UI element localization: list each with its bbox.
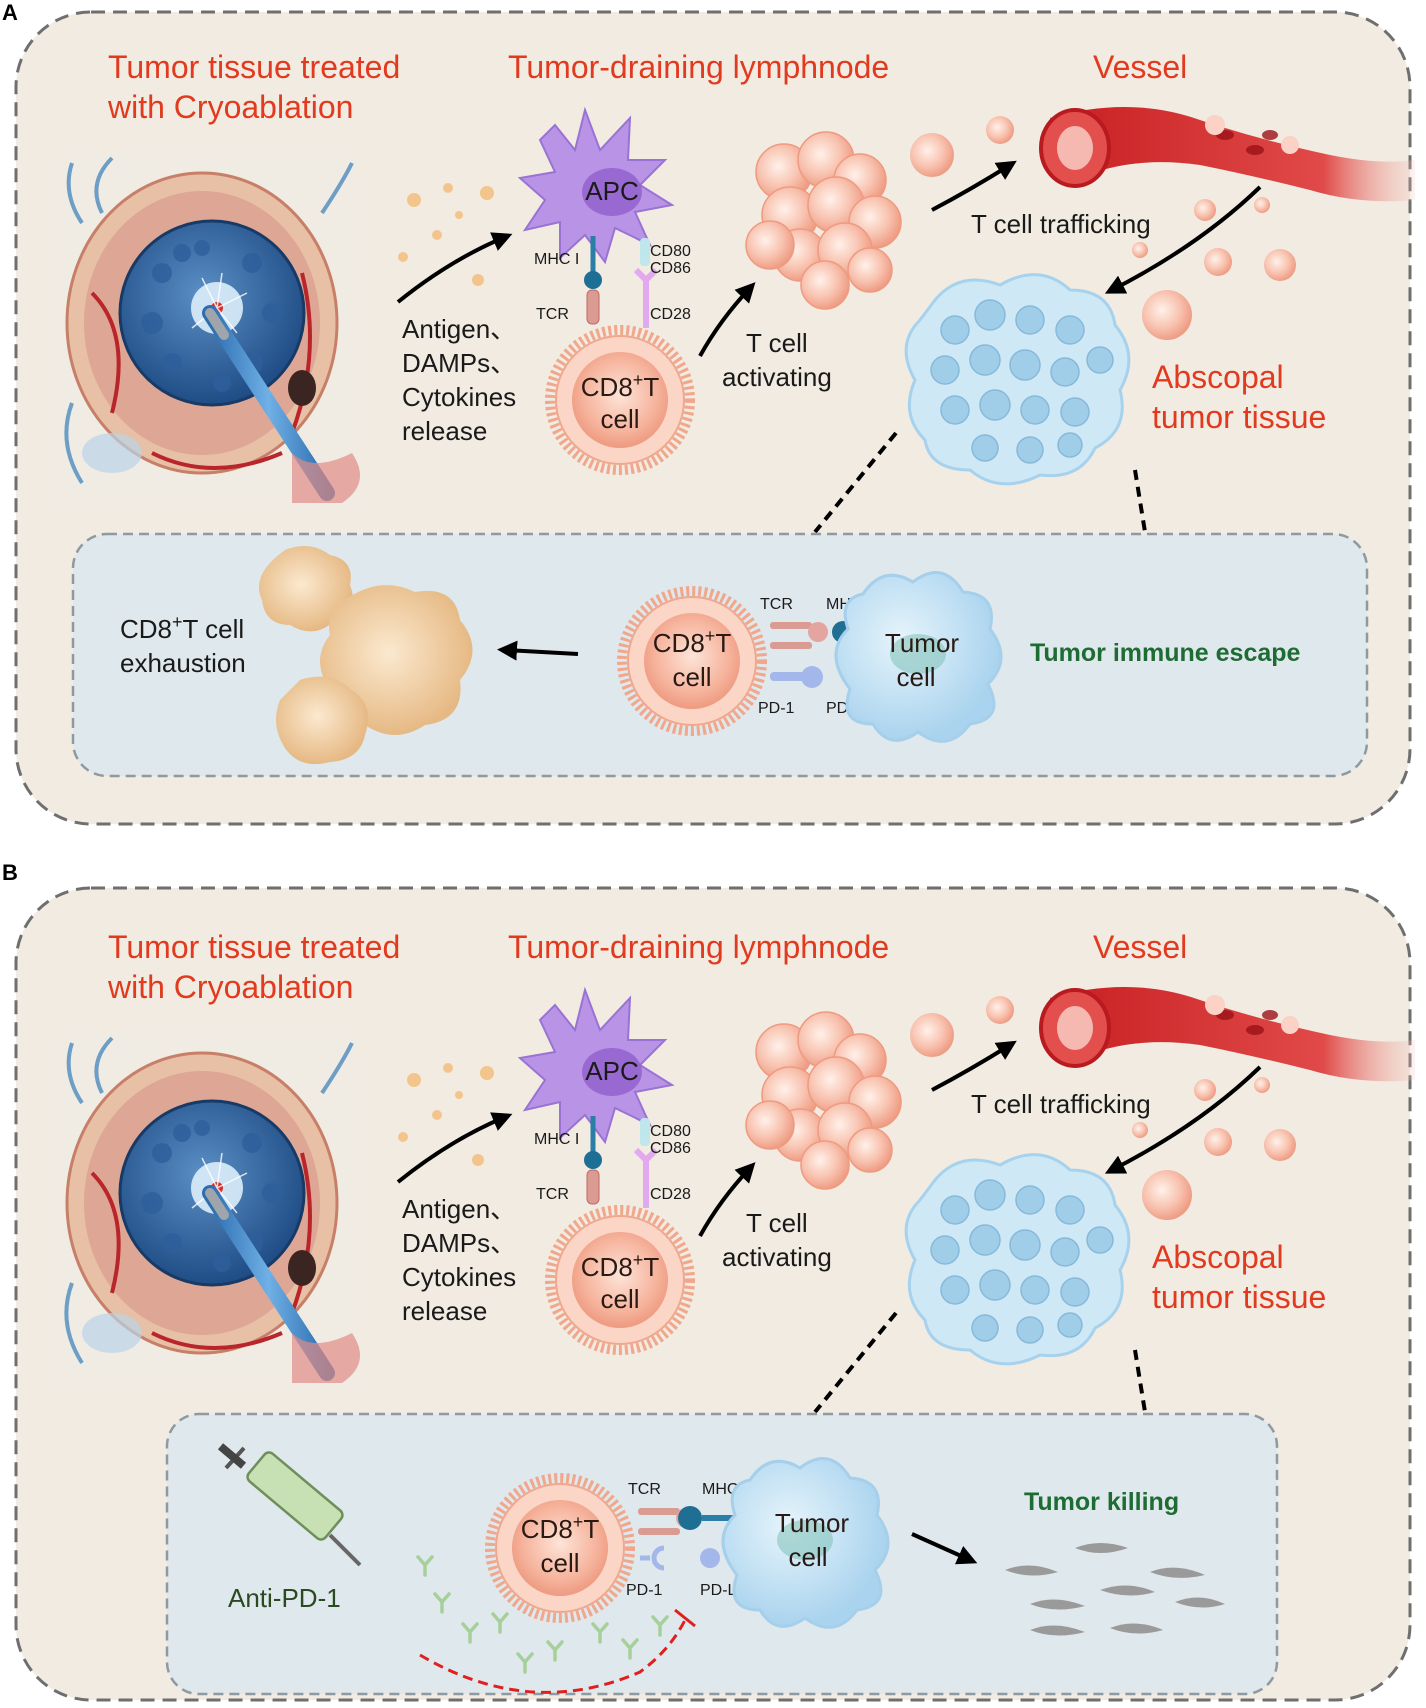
- panel-a-abscopal-line2: tumor tissue: [1152, 399, 1326, 435]
- panel-a-tumor-title-line1: Tumor tissue treated: [108, 49, 400, 85]
- panel-b-activating-arrow: [698, 1162, 756, 1237]
- panel-b-inner-tcr-label: TCR: [628, 1481, 661, 1498]
- panel-b-release-line3: Cytokines: [402, 1262, 516, 1292]
- panel-b-released-particles: [398, 1063, 494, 1166]
- panel-a-release-line4: release: [402, 416, 487, 446]
- panel-a-inner-pd1-label: PD-1: [758, 700, 795, 717]
- panel-b-tumor-cell-line2: cell: [788, 1542, 827, 1572]
- panel-b-release-line1: Antigen、: [402, 1194, 516, 1224]
- panel-b-trafficking-label: T cell trafficking: [971, 1089, 1151, 1119]
- panel-a-cd86-label: CD86: [650, 260, 691, 277]
- panel-a-cd28-label: CD28: [650, 306, 691, 323]
- panel-b-inhibition-line: [419, 1619, 687, 1694]
- panel-a-release-line1: Antigen、: [402, 314, 516, 344]
- panel-b-apc-label: APC: [585, 1056, 638, 1086]
- panel-a-trafficking-arrow: [931, 160, 1017, 212]
- panel-b-release-line2: DAMPs、: [402, 1228, 516, 1258]
- panel-b-release-arrow: [396, 1112, 513, 1184]
- panel-b-cd8-label-line2: cell: [600, 1284, 639, 1314]
- panel-a-exhaustion-line1: CD8+T cell: [120, 612, 244, 644]
- panel-b-syringe: [217, 1443, 362, 1567]
- panel-a-inner-cd8-line1: CD8+T: [653, 626, 732, 658]
- panel-a-release-arrow: [396, 232, 513, 304]
- panel-a-cd80-label: CD80: [650, 243, 691, 260]
- panel-b-killing-label: Tumor killing: [1024, 1488, 1179, 1516]
- panel-a-activating-line2: activating: [722, 362, 832, 392]
- panel-a-lymphnode-title: Tumor-draining lymphnode: [508, 49, 889, 85]
- panel-a-letter: A: [2, 0, 18, 25]
- panel-a-released-particles: [398, 183, 494, 286]
- panel-b-lymphnode-title: Tumor-draining lymphnode: [508, 929, 889, 965]
- panel-b-vessel: [1050, 986, 1415, 1082]
- panel-b-inner-cd8-line2: cell: [540, 1548, 579, 1578]
- panel-a-mhc-label: MHC I: [534, 251, 579, 268]
- panel-b-trafficking-arrow: [931, 1040, 1017, 1092]
- panel-a-infiltration-arrow: [1104, 185, 1262, 294]
- panel-a-cd8-label-line1: CD8+T: [581, 370, 660, 402]
- panel-b-abscopal-line1: Abscopal: [1152, 1239, 1284, 1275]
- panel-a-vessel-title: Vessel: [1093, 49, 1187, 85]
- panel-a-lymphnode-cluster: [745, 131, 902, 310]
- panel-b-release-line4: release: [402, 1296, 487, 1326]
- panel-b-cd28-label: CD28: [650, 1186, 691, 1203]
- panel-b-anti-pd1-label: Anti-PD-1: [228, 1583, 341, 1613]
- panel-a-release-line2: DAMPs、: [402, 348, 516, 378]
- panel-a-vessel: [1050, 106, 1415, 202]
- panel-b-inner-cd8-line1: CD8+T: [521, 1512, 600, 1544]
- panel-a-exhausted-cell-3: [276, 676, 369, 765]
- panel-b-cd80-label: CD80: [650, 1123, 691, 1140]
- panel-b-dead-tumor-fragments: [1005, 1543, 1225, 1636]
- panel-b-inner-box: [165, 1412, 1279, 1696]
- panel-a-activating-line1: T cell: [746, 328, 808, 358]
- panel-b-letter: B: [2, 860, 18, 885]
- panel-b-tcr-label: TCR: [536, 1186, 569, 1203]
- panel-a-inner-cd8-line2: cell: [672, 662, 711, 692]
- panel-a-activating-arrow: [698, 282, 756, 357]
- panel-a-exhausted-cell-1: [258, 546, 353, 632]
- panel-a-apc-label: APC: [585, 176, 638, 206]
- panel-b-lymphnode-cluster: [745, 1011, 902, 1190]
- panel-a-inner-tcr-label: TCR: [760, 596, 793, 613]
- panel-a-escape-label: Tumor immune escape: [1030, 639, 1301, 667]
- panel-b-activating-line2: activating: [722, 1242, 832, 1272]
- panel-a-tcr-label: TCR: [536, 306, 569, 323]
- panel-b-activating-line1: T cell: [746, 1208, 808, 1238]
- panel-a-exhaustion-arrow: [497, 640, 579, 661]
- panel-b-cd8-label-line1: CD8+T: [581, 1250, 660, 1282]
- panel-a-exhaustion-line2: exhaustion: [120, 648, 246, 678]
- panel-a-tumor-title-line2: with Cryoablation: [107, 89, 353, 125]
- panel-b-tumor-title-line1: Tumor tissue treated: [108, 929, 400, 965]
- panel-a-tumor-cell-line2: cell: [896, 662, 935, 692]
- panel-a-cd8-label-line2: cell: [600, 404, 639, 434]
- panel-a-ablation-illustration: [52, 153, 360, 509]
- panel-b-abscopal-line2: tumor tissue: [1152, 1279, 1326, 1315]
- panel-b-inner-pd1-label: PD-1: [626, 1582, 663, 1599]
- panel-b-killing-arrow: [911, 1532, 978, 1565]
- panel-b-tumor-cell-line1: Tumor: [775, 1508, 849, 1538]
- panel-b-mhc-label: MHC I: [534, 1131, 579, 1148]
- panel-a-abscopal-line1: Abscopal: [1152, 359, 1284, 395]
- panel-a-trafficking-label: T cell trafficking: [971, 209, 1151, 239]
- panel-b-cd86-label: CD86: [650, 1140, 691, 1157]
- panel-b-ablation-illustration: [52, 1033, 360, 1389]
- panel-a-release-line3: Cytokines: [402, 382, 516, 412]
- panel-b-tumor-title-line2: with Cryoablation: [107, 969, 353, 1005]
- panel-b-vessel-title: Vessel: [1093, 929, 1187, 965]
- panel-a-tumor-cell-line1: Tumor: [885, 628, 959, 658]
- panel-b-infiltration-arrow: [1104, 1065, 1262, 1174]
